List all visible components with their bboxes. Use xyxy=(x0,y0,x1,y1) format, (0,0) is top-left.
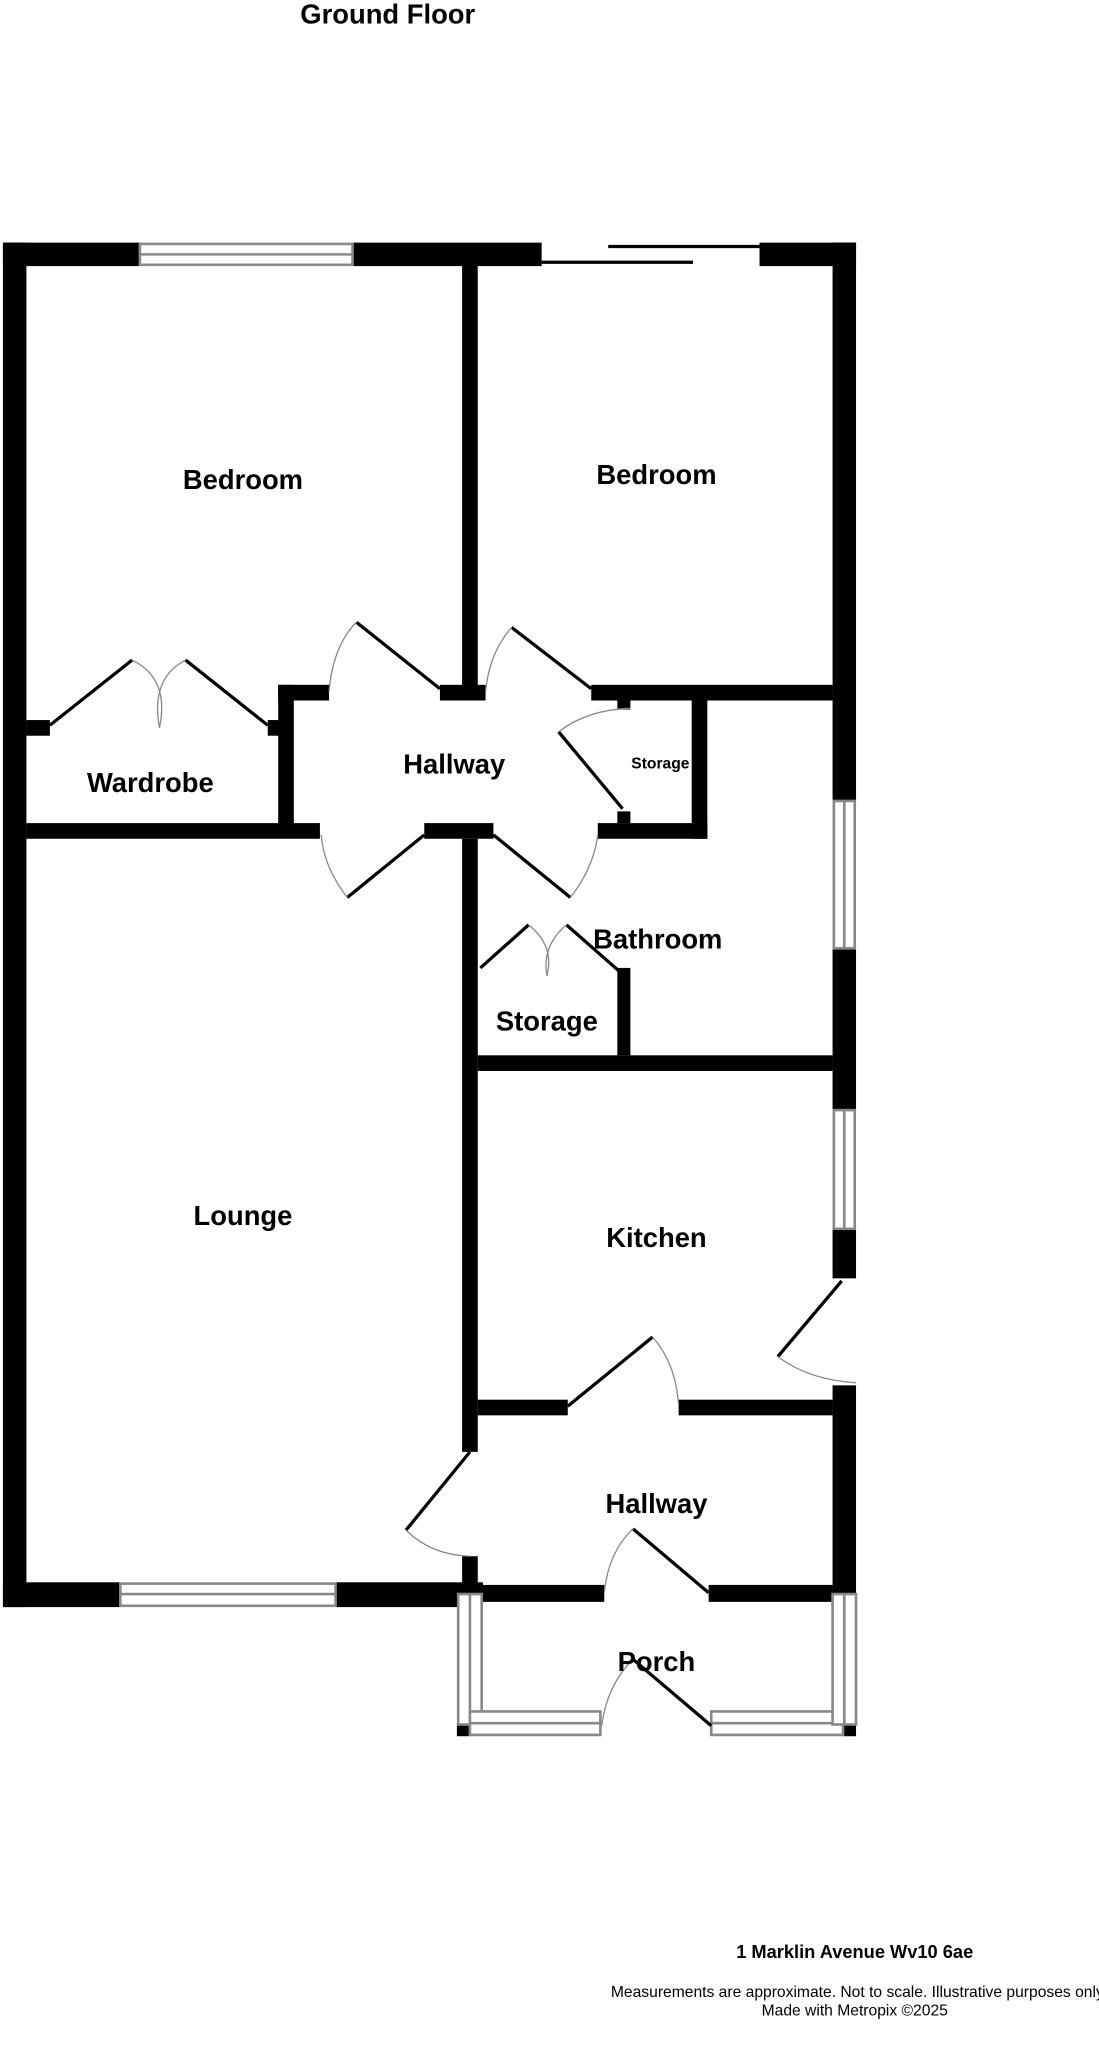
room-label-bedroom-1: Bedroom xyxy=(183,464,303,495)
walls xyxy=(2,242,857,1737)
room-label-kitchen: Kitchen xyxy=(606,1222,706,1253)
room-label-hallway-upper: Hallway xyxy=(403,749,506,780)
room-label-hallway-lower: Hallway xyxy=(605,1488,708,1519)
doors xyxy=(48,244,857,1728)
room-label-lounge: Lounge xyxy=(194,1200,293,1231)
room-label-storage-lower: Storage xyxy=(496,1006,598,1037)
windows xyxy=(119,242,858,1737)
room-label-bathroom: Bathroom xyxy=(593,923,722,954)
address: 1 Marklin Avenue Wv10 6ae xyxy=(736,1941,973,1962)
floor-title: Ground Floor xyxy=(300,0,475,29)
room-labels: Bedroom Bedroom Wardrobe Hallway Storage… xyxy=(87,459,722,1677)
room-label-wardrobe: Wardrobe xyxy=(87,767,214,798)
disclaimer: Measurements are approximate. Not to sca… xyxy=(611,1984,1099,2001)
credit: Made with Metropix ©2025 xyxy=(762,2002,949,2019)
room-label-bedroom-2: Bedroom xyxy=(596,459,716,490)
room-label-storage-upper: Storage xyxy=(631,755,690,772)
room-label-porch: Porch xyxy=(618,1646,696,1677)
